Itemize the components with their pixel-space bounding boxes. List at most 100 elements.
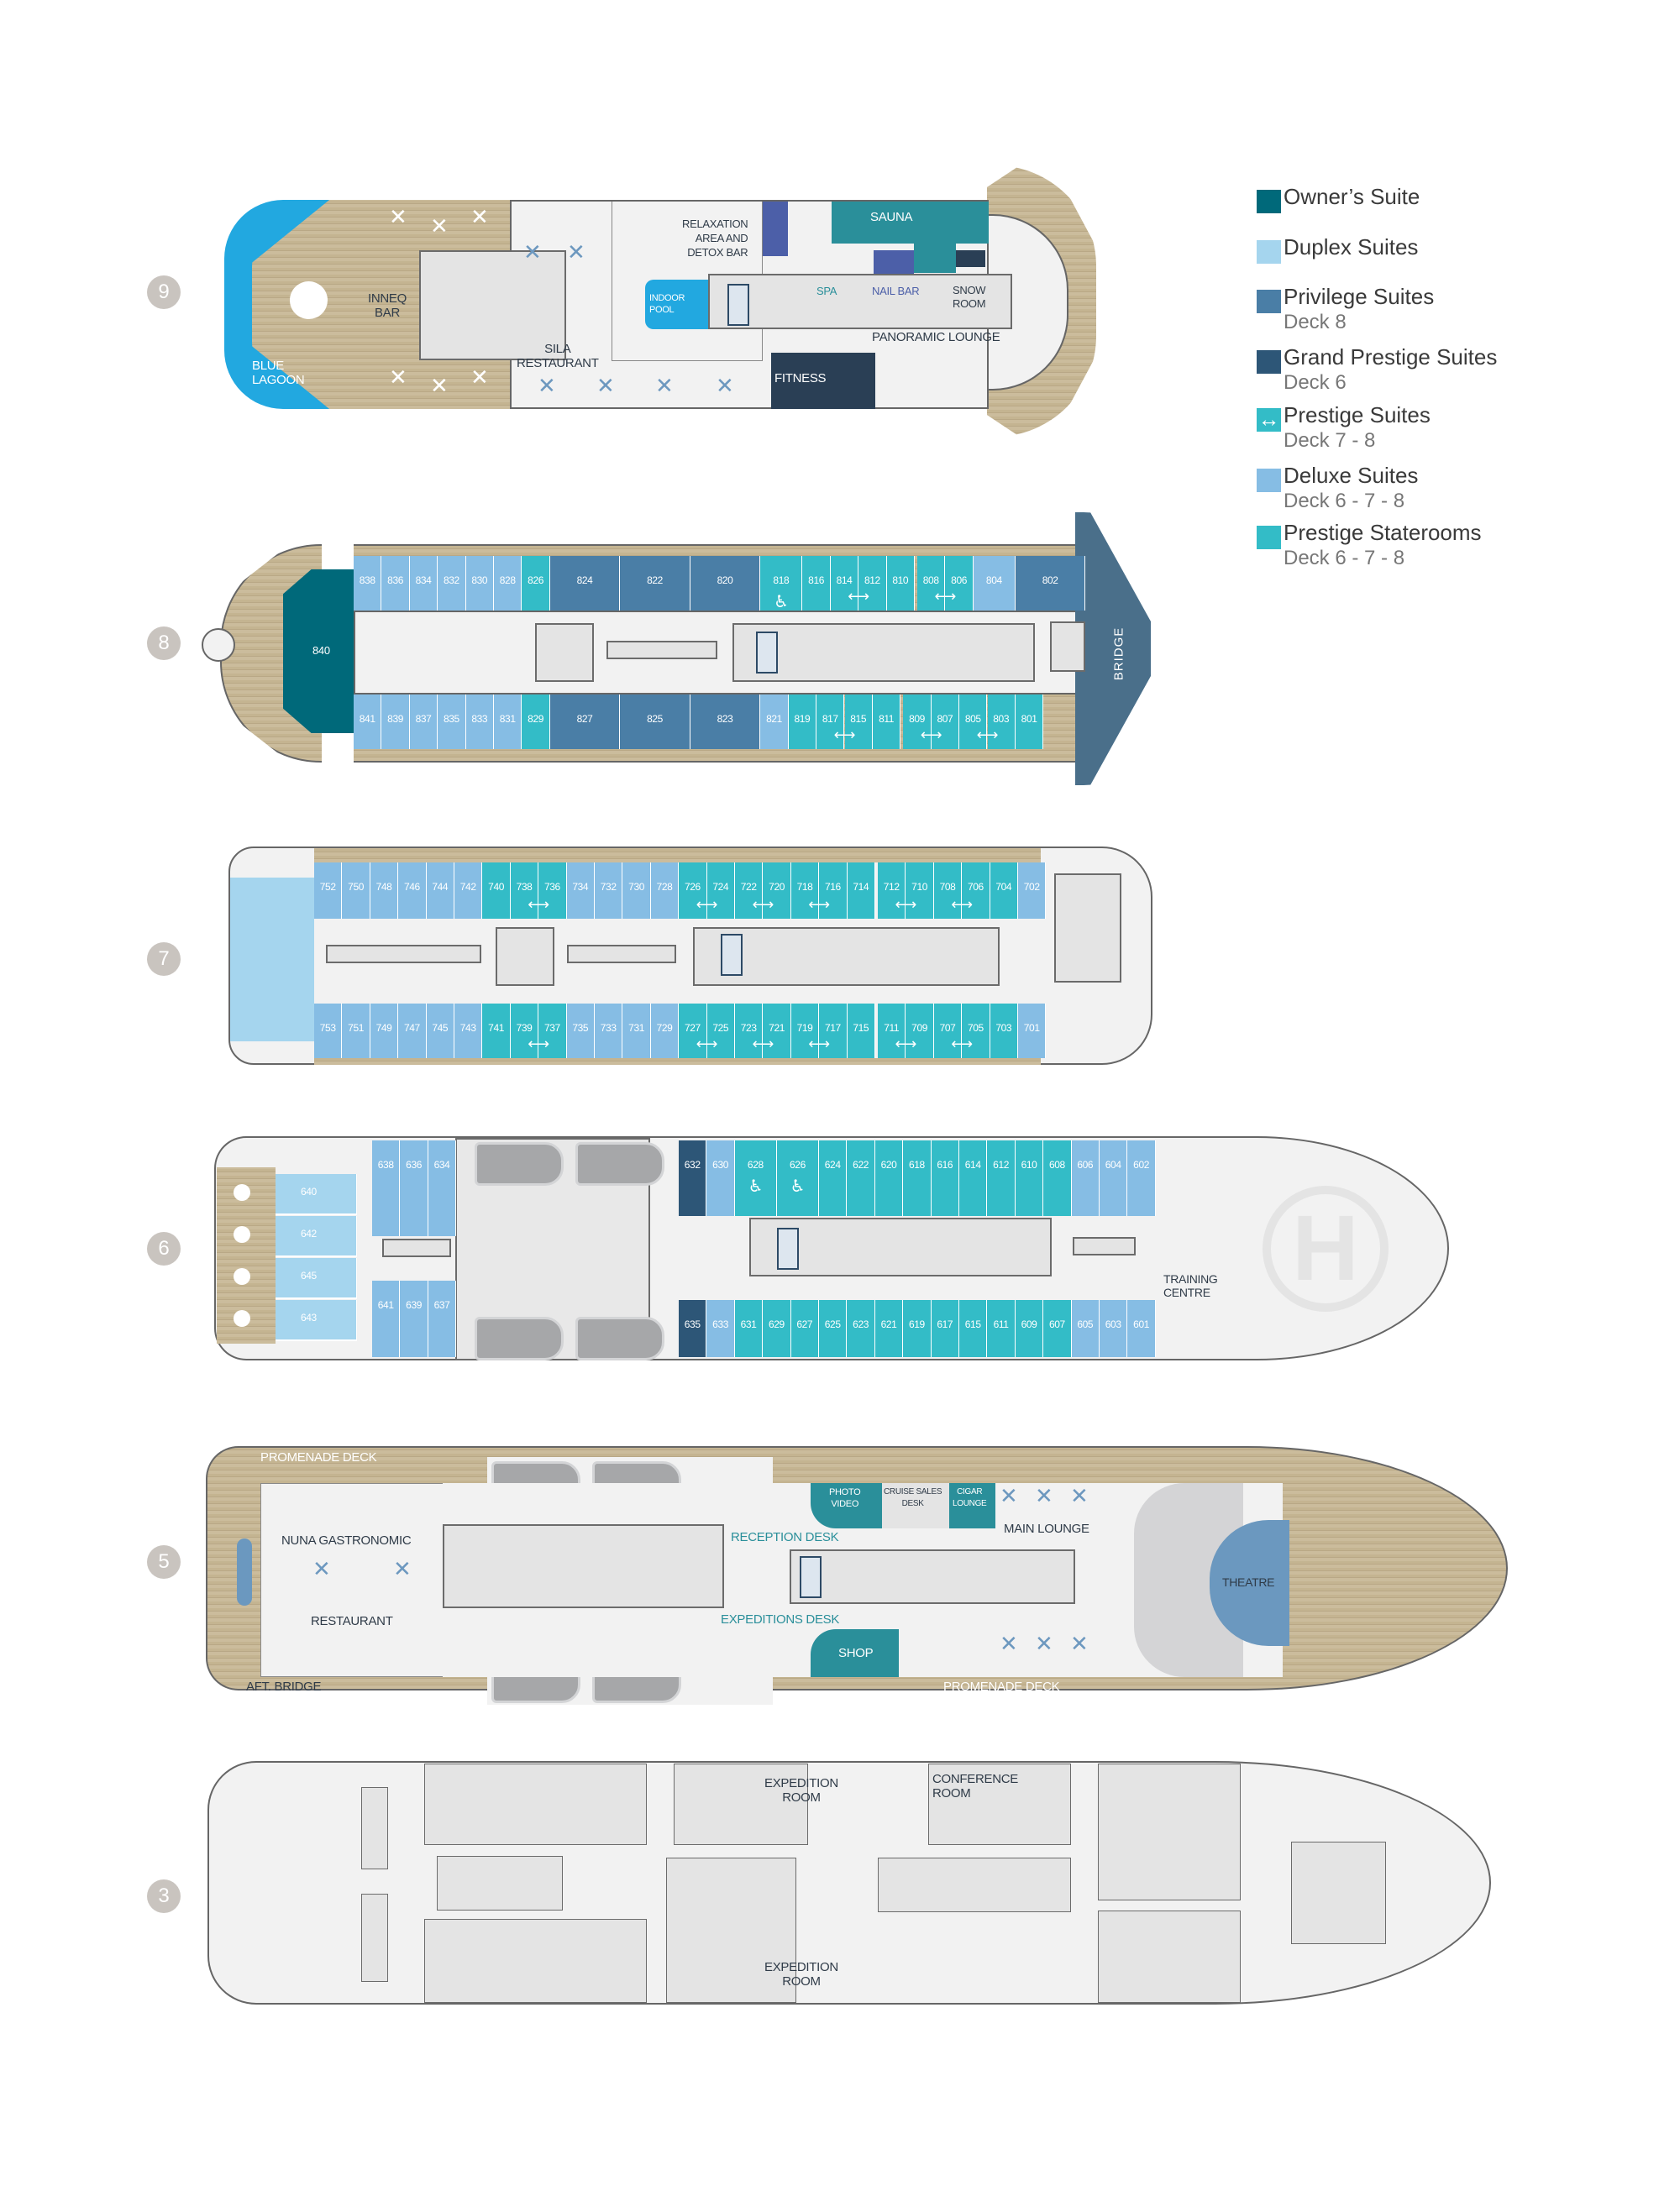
cabin-611[interactable]: 611 xyxy=(987,1300,1016,1357)
cabin-745[interactable]: 745 xyxy=(426,1004,454,1058)
cabin-708[interactable]: 708 xyxy=(933,862,963,919)
cabin-631[interactable]: 631 xyxy=(734,1300,764,1357)
cruise-sales-desk[interactable] xyxy=(882,1483,949,1528)
cabin-805[interactable]: 805 xyxy=(959,695,988,749)
cabin-818[interactable]: 818♿ xyxy=(760,556,803,611)
cabin-714[interactable]: 714 xyxy=(847,862,875,919)
cabin-747[interactable]: 747 xyxy=(398,1004,427,1058)
cabin-641[interactable]: 641 xyxy=(372,1281,401,1357)
cabin-821[interactable]: 821 xyxy=(760,695,789,749)
photo-video[interactable] xyxy=(811,1483,882,1528)
cabin-832[interactable]: 832 xyxy=(438,556,466,611)
cabin-753[interactable]: 753 xyxy=(314,1004,343,1058)
cabin-729[interactable]: 729 xyxy=(650,1004,680,1058)
cabin-630[interactable]: 630 xyxy=(706,1140,735,1216)
cabin-607[interactable]: 607 xyxy=(1043,1300,1072,1357)
cabin-746[interactable]: 746 xyxy=(398,862,427,919)
cabin-736[interactable]: 736 xyxy=(538,862,567,919)
cabin-707[interactable]: 707 xyxy=(933,1004,963,1058)
cabin-616[interactable]: 616 xyxy=(931,1140,959,1216)
cabin-838[interactable]: 838 xyxy=(354,556,382,611)
cabin-803[interactable]: 803 xyxy=(987,695,1016,749)
cabin-703[interactable]: 703 xyxy=(990,1004,1018,1058)
cabin-816[interactable]: 816 xyxy=(802,556,831,611)
cabin-639[interactable]: 639 xyxy=(400,1281,428,1357)
cabin-721[interactable]: 721 xyxy=(763,1004,791,1058)
cabin-645[interactable]: 645 xyxy=(276,1258,357,1299)
cabin-742[interactable]: 742 xyxy=(454,862,483,919)
cabin-624[interactable]: 624 xyxy=(819,1140,848,1216)
cabin-628[interactable]: 628♿ xyxy=(734,1140,777,1216)
cabin-706[interactable]: 706 xyxy=(962,862,990,919)
cabin-620[interactable]: 620 xyxy=(874,1140,904,1216)
cabin-625[interactable]: 625 xyxy=(819,1300,848,1357)
cabin-722[interactable]: 722 xyxy=(735,862,764,919)
cabin-634[interactable]: 634 xyxy=(428,1140,457,1236)
cabin-802[interactable]: 802 xyxy=(1015,556,1086,611)
cabin-825[interactable]: 825 xyxy=(620,695,690,749)
deck-number-6[interactable]: 6 xyxy=(147,1232,181,1266)
cabin-704[interactable]: 704 xyxy=(990,862,1018,919)
cabin-727[interactable]: 727 xyxy=(679,1004,707,1058)
cabin-609[interactable]: 609 xyxy=(1015,1300,1044,1357)
cabin-839[interactable]: 839 xyxy=(381,695,410,749)
cabin-730[interactable]: 730 xyxy=(622,862,651,919)
deck-number-7[interactable]: 7 xyxy=(147,942,181,976)
cabin-719[interactable]: 719 xyxy=(790,1004,820,1058)
cabin-711[interactable]: 711 xyxy=(878,1004,906,1058)
cabin-810[interactable]: 810 xyxy=(886,556,915,611)
cabin-748[interactable]: 748 xyxy=(370,862,399,919)
cabin-614[interactable]: 614 xyxy=(959,1140,988,1216)
cabin-841[interactable]: 841 xyxy=(354,695,382,749)
cabin-835[interactable]: 835 xyxy=(438,695,466,749)
cabin-633[interactable]: 633 xyxy=(706,1300,735,1357)
cabin-827[interactable]: 827 xyxy=(549,695,621,749)
cabin-705[interactable]: 705 xyxy=(962,1004,990,1058)
cabin-822[interactable]: 822 xyxy=(620,556,690,611)
owner-suite-840[interactable] xyxy=(283,569,354,733)
cabin-806[interactable]: 806 xyxy=(945,556,974,611)
cabin-833[interactable]: 833 xyxy=(465,695,494,749)
cabin-612[interactable]: 612 xyxy=(987,1140,1016,1216)
cabin-642[interactable]: 642 xyxy=(276,1216,357,1257)
cabin-629[interactable]: 629 xyxy=(763,1300,791,1357)
cabin-820[interactable]: 820 xyxy=(690,556,761,611)
cabin-637[interactable]: 637 xyxy=(428,1281,457,1357)
cabin-836[interactable]: 836 xyxy=(381,556,410,611)
cabin-725[interactable]: 725 xyxy=(706,1004,735,1058)
cabin-723[interactable]: 723 xyxy=(735,1004,764,1058)
cabin-737[interactable]: 737 xyxy=(538,1004,567,1058)
cabin-741[interactable]: 741 xyxy=(482,1004,511,1058)
cabin-601[interactable]: 601 xyxy=(1127,1300,1156,1357)
cabin-817[interactable]: 817 xyxy=(816,695,845,749)
cabin-716[interactable]: 716 xyxy=(819,862,848,919)
cabin-710[interactable]: 710 xyxy=(906,862,934,919)
cabin-602[interactable]: 602 xyxy=(1127,1140,1156,1216)
cabin-619[interactable]: 619 xyxy=(903,1300,932,1357)
deck-number-9[interactable]: 9 xyxy=(147,275,181,309)
deck-number-8[interactable]: 8 xyxy=(147,626,181,660)
cabin-732[interactable]: 732 xyxy=(595,862,623,919)
cabin-807[interactable]: 807 xyxy=(931,695,960,749)
cabin-751[interactable]: 751 xyxy=(342,1004,370,1058)
cabin-749[interactable]: 749 xyxy=(370,1004,399,1058)
fitness-room[interactable] xyxy=(771,353,875,409)
cabin-605[interactable]: 605 xyxy=(1071,1300,1100,1357)
cabin-709[interactable]: 709 xyxy=(906,1004,934,1058)
cabin-604[interactable]: 604 xyxy=(1100,1140,1128,1216)
cigar-lounge[interactable] xyxy=(949,1483,995,1528)
cabin-720[interactable]: 720 xyxy=(763,862,791,919)
cabin-740[interactable]: 740 xyxy=(482,862,511,919)
shop[interactable] xyxy=(811,1629,899,1677)
cabin-618[interactable]: 618 xyxy=(903,1140,932,1216)
cabin-608[interactable]: 608 xyxy=(1043,1140,1072,1216)
cabin-743[interactable]: 743 xyxy=(454,1004,483,1058)
cabin-636[interactable]: 636 xyxy=(400,1140,428,1236)
cabin-739[interactable]: 739 xyxy=(510,1004,539,1058)
cabin-824[interactable]: 824 xyxy=(549,556,621,611)
cabin-635[interactable]: 635 xyxy=(679,1300,707,1357)
cabin-734[interactable]: 734 xyxy=(566,862,595,919)
cabin-603[interactable]: 603 xyxy=(1100,1300,1128,1357)
nuna-restaurant[interactable] xyxy=(260,1483,473,1677)
cabin-733[interactable]: 733 xyxy=(595,1004,623,1058)
